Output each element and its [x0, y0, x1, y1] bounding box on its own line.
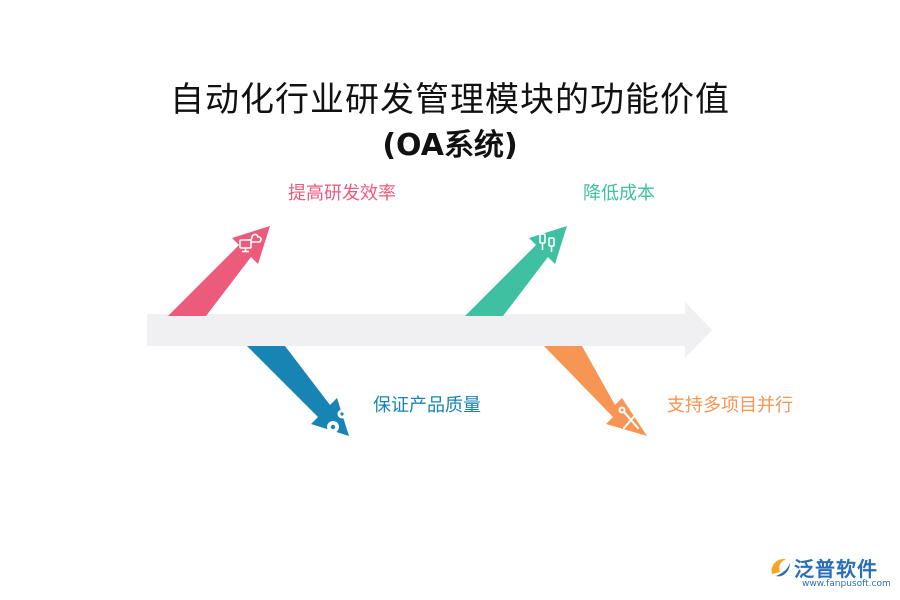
branch-arrow-projects: [544, 346, 647, 436]
gears-icon: [327, 409, 347, 433]
logo-name: 泛普软件: [794, 557, 878, 581]
diagram-subtitle: (OA系统): [382, 128, 518, 163]
cloud-computer-icon: [239, 233, 262, 253]
spine-arrow: [147, 302, 712, 358]
usb-plug-icon: [539, 233, 555, 252]
branch-arrow-quality: [247, 346, 349, 436]
branch-arrow-efficiency: [168, 226, 270, 316]
diagram-title: 自动化行业研发管理模块的功能价值: [170, 80, 730, 120]
branch-label-efficiency: 提高研发效率: [288, 183, 396, 204]
logo-url: www.fanpusoft.com: [802, 579, 891, 589]
logo-mark-icon: [771, 558, 790, 577]
tools-icon: [618, 406, 639, 429]
brand-logo: 泛普软件 www.fanpusoft.com: [768, 551, 892, 597]
branch-label-cost: 降低成本: [583, 183, 655, 204]
branch-label-projects: 支持多项目并行: [667, 395, 793, 416]
branch-label-quality: 保证产品质量: [373, 395, 481, 416]
branch-arrow-cost: [465, 226, 567, 316]
